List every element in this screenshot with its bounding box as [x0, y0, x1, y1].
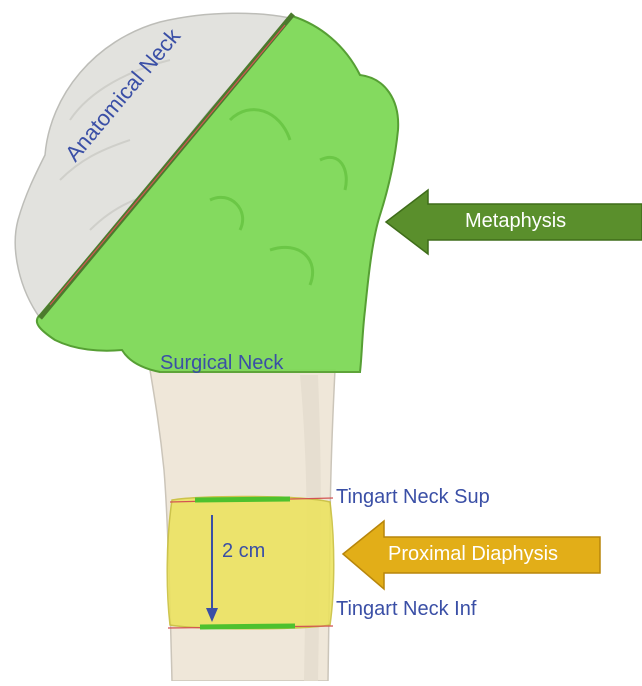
metaphysis-arrow-label: Metaphysis: [465, 210, 566, 233]
tingart-inf-green: [200, 626, 295, 627]
tingart-sup-label: Tingart Neck Sup: [336, 486, 490, 509]
measure-label: 2 cm: [222, 540, 265, 563]
tingart-sup-green: [195, 499, 290, 500]
tingart-inf-label: Tingart Neck Inf: [336, 598, 476, 621]
proximal-diaphysis-arrow-label: Proximal Diaphysis: [388, 543, 558, 566]
surgical-neck-label: Surgical Neck: [160, 352, 283, 375]
